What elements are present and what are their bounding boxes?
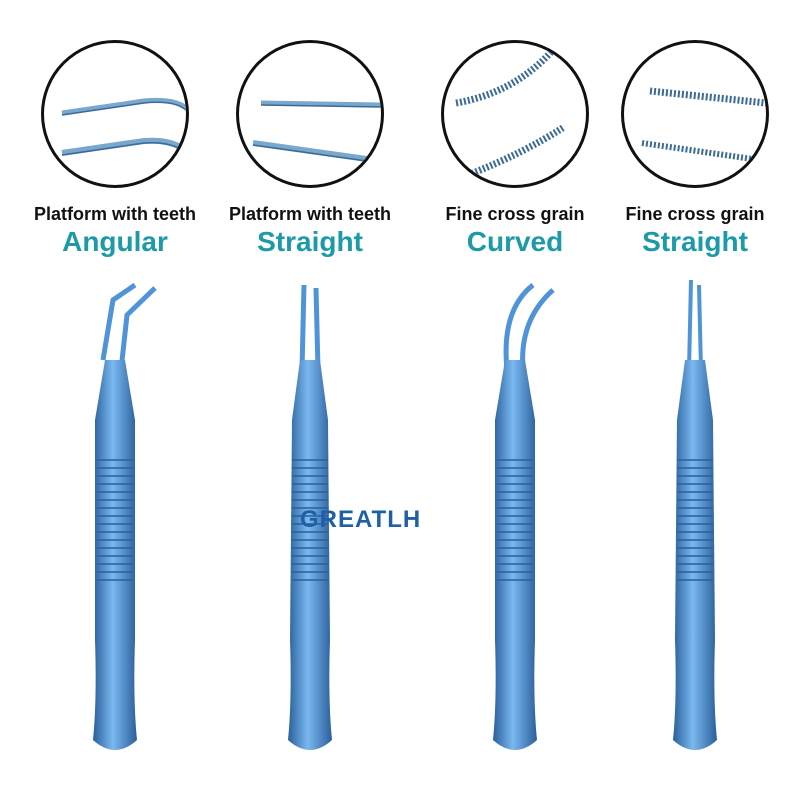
forceps-image: [493, 283, 555, 750]
product-angular-teeth: Platform with teeth Angular: [20, 0, 210, 800]
product-type: Straight: [257, 226, 363, 257]
tip-detail-circle: [441, 40, 589, 188]
forceps-image: [93, 282, 157, 750]
product-description: Platform with teeth: [228, 204, 391, 224]
tip-detail-circle: [41, 40, 189, 188]
product-type: Angular: [62, 226, 168, 257]
tip-detail-circle: [621, 40, 769, 188]
forceps-image: [288, 284, 332, 750]
product-straight-teeth: Platform with teeth Straight: [215, 0, 405, 800]
forceps-image: [673, 280, 717, 750]
product-curved-grain: Fine cross grain Curved: [420, 0, 610, 800]
product-description: Fine cross grain: [625, 204, 765, 224]
product-straight-grain: Fine cross grain Straight: [600, 0, 790, 800]
product-description: Fine cross grain: [445, 204, 585, 224]
brand-watermark: GREATLH: [300, 506, 422, 533]
product-type: Straight: [642, 226, 748, 257]
product-type: Curved: [466, 226, 564, 257]
tip-detail-circle: [236, 40, 384, 188]
product-description: Platform with teeth: [33, 204, 196, 224]
